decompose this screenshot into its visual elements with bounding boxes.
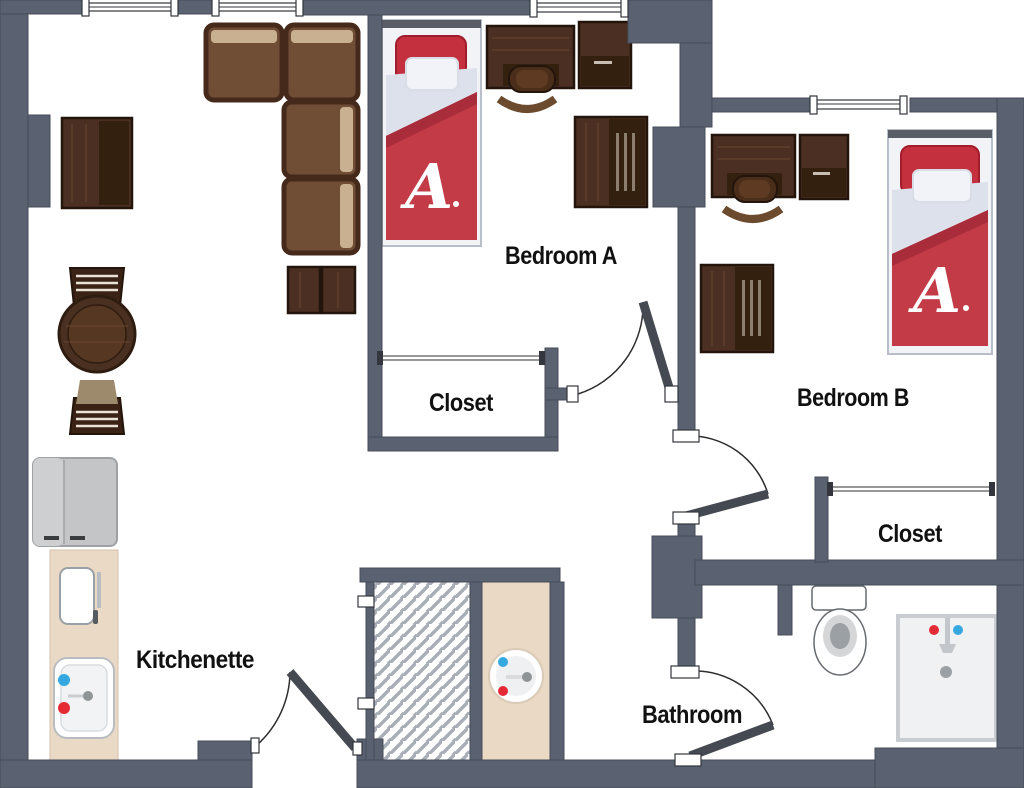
living-room-desk-icon [60,116,134,210]
dining-chair-icon [68,380,126,435]
vanity-sink-icon [488,648,544,704]
window-icon [211,0,304,17]
desk-b-icon [710,133,797,223]
kitchen-sink-icon [53,657,115,739]
door-hinge-icon [672,511,700,525]
dining-table-icon [57,267,137,435]
door-hinge-icon [672,429,700,443]
faucet-icon [83,691,93,701]
bedroom-b-door [672,429,770,525]
dresser-a-icon [573,115,649,209]
door-hinge-icon [664,385,679,403]
microwave-icon [59,567,101,625]
room-label-bedroom-b: Bedroom B [797,384,909,412]
room-label-bedroom-a: Bedroom A [505,242,617,270]
room-label-kitchenette: Kitchenette [136,646,255,674]
door-hinge-icon [357,697,375,710]
dresser-b-icon [699,263,775,354]
hot-water-dot [929,625,939,635]
bed-a-icon: A [381,19,482,247]
entry-door [250,669,363,756]
door-hinge-icon [250,737,260,754]
window-icon [529,0,629,18]
cold-water-dot [953,625,963,635]
headboard [382,20,481,28]
room-label-bathroom: Bathroom [642,701,742,729]
shower-glass-panel [365,581,375,761]
headboard [888,130,992,138]
showerhead-icon [939,644,956,653]
hot-water-dot [58,702,70,714]
room-label-closet-a: Closet [429,389,494,417]
side-table-icon [286,265,357,315]
bathroom-shower-icon [896,614,998,742]
desk-a-icon [485,24,576,113]
closet-rod-icon [377,351,545,365]
door-hinge-icon [357,595,375,608]
cold-water-dot [58,674,70,686]
closet-rod-icon [827,482,995,496]
drawer-unit-a-icon [577,20,633,90]
alabama-logo: A [400,150,453,223]
bedroom-a-door [566,300,679,403]
pillow-white-icon [405,57,459,91]
window-icon [809,95,908,115]
toilet-icon [811,585,867,676]
drain-icon [940,666,952,678]
sectional-sofa-icon [203,22,361,256]
room-label-closet-b: Closet [878,520,943,548]
door-hinge-icon [352,741,363,756]
bed-b-icon: A [887,129,993,355]
window-icon [81,0,179,17]
shower-stall-icon [374,582,470,760]
shower-door-hinges [357,595,375,710]
cold-water-dot [498,657,508,667]
fridge-icon [32,457,118,547]
hot-water-dot [498,686,508,696]
door-hinge-icon [670,665,700,679]
drawer-unit-b-icon [798,133,850,201]
bathroom-door [670,665,775,767]
vanity-counter [481,581,551,761]
door-hinge-icon [674,753,702,767]
alabama-logo: A [908,254,961,327]
faucet-icon [522,672,532,682]
kitchen-counter [49,549,119,761]
door-hinge-icon [566,385,579,403]
pillow-white-icon [912,169,972,203]
